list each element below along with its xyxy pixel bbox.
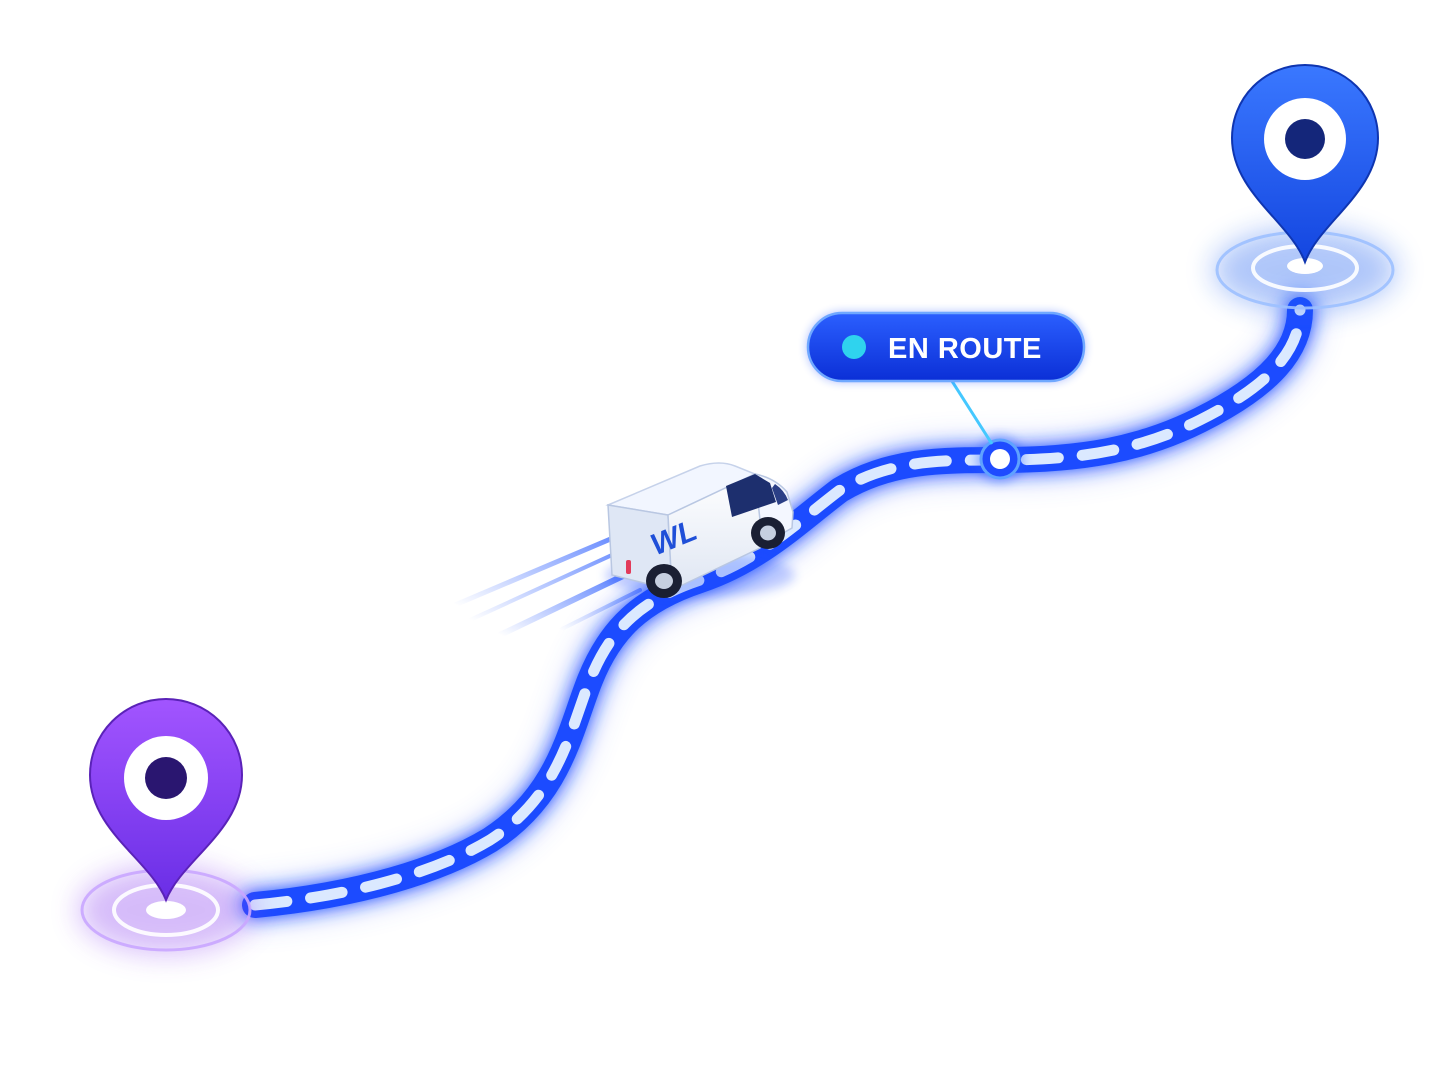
route-dashes <box>249 304 1306 911</box>
map-pin-icon <box>88 698 244 903</box>
van-front-wheel <box>751 517 785 549</box>
status-label: EN ROUTE <box>888 333 1042 365</box>
current-location-node[interactable] <box>976 435 1024 483</box>
badge-connector <box>948 377 994 445</box>
speed-lines <box>452 532 642 638</box>
status-dot-icon <box>842 335 866 359</box>
origin-pin[interactable] <box>78 698 254 954</box>
status-badge[interactable]: EN ROUTE <box>806 311 1086 383</box>
map-pin-icon <box>1230 64 1380 265</box>
destination-pin[interactable] <box>1213 64 1397 312</box>
route-path <box>232 287 1323 928</box>
route-line <box>242 297 1313 918</box>
delivery-van[interactable]: WL <box>605 462 795 598</box>
van-rear-wheel <box>646 564 682 598</box>
